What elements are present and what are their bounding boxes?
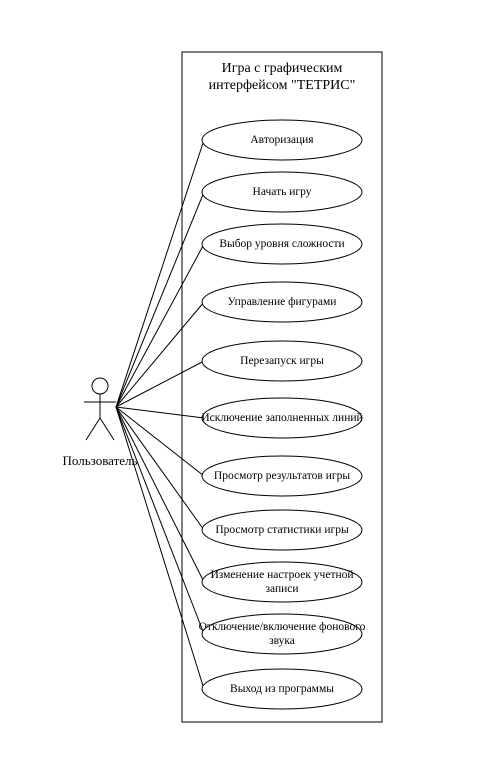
use-case-ellipse-authorization [201,119,363,161]
association-line-view-stats [115,406,205,531]
use-case-label-account-settings: Изменение настроек учетной записи [210,569,354,595]
use-case-ellipse-view-results [201,455,363,497]
use-case-label-piece-control: Управление фигурами [227,296,337,308]
use-case-ellipse-restart-game [201,340,363,382]
use-case-label-view-results: Просмотр результатов игры [213,470,351,482]
actor-label: Пользователь [62,453,138,468]
use-case-label-exit: Выход из программы [230,683,334,695]
association-lines [115,139,205,690]
use-case-ellipse-difficulty-select [201,223,363,265]
use-case-ellipse-toggle-sound [201,613,363,655]
use-case-ellipse-piece-control [201,281,363,323]
association-line-start-game [115,191,205,408]
use-case-label-authorization: Авторизация [250,134,314,146]
use-case-ellipse-line-clear [201,397,363,439]
association-line-toggle-sound [115,406,205,635]
association-line-restart-game [115,360,205,408]
system-title-line-2: интерфейсом "ТЕТРИС" [208,78,356,93]
association-line-piece-control [115,301,205,408]
use-case-label-line-clear: Исключение заполненных линий [201,412,363,424]
use-case-ellipse-view-stats [201,509,363,551]
system-title: Игра с графическим интерфейсом "ТЕТРИС" [182,60,382,94]
use-case-label-restart-game: Перезапуск игры [240,355,324,367]
association-line-authorization [115,139,205,408]
use-case-ellipse-exit [201,668,363,710]
association-line-exit [115,406,205,690]
association-line-difficulty-select [115,243,205,408]
use-case-label-start-game: Начать игру [252,186,312,198]
stick-figure-actor-icon [84,377,116,441]
association-line-view-results [115,406,205,477]
use-case-ellipse-account-settings [201,561,363,603]
use-case-ellipses [201,119,363,710]
use-case-label-view-stats: Просмотр статистики игры [215,524,349,536]
use-case-ellipse-start-game [201,171,363,213]
use-case-label-toggle-sound: Отключение/включение фонового звука [198,621,366,647]
association-line-line-clear [115,406,205,419]
system-boundary [181,51,383,723]
system-title-line-1: Игра с графическим [221,61,343,76]
use-case-label-difficulty-select: Выбор уровня сложности [219,238,345,250]
association-line-account-settings [115,406,205,583]
